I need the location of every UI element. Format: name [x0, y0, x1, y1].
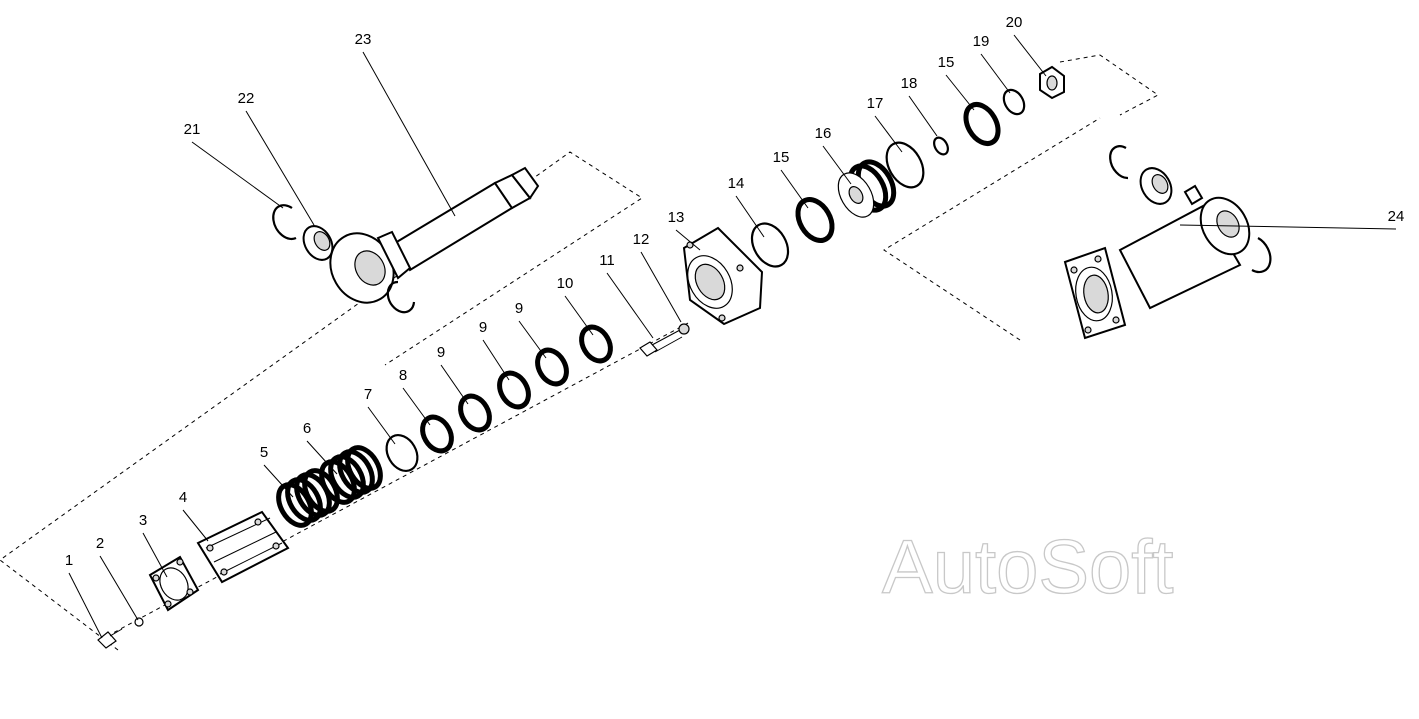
callout-leader-16 — [822, 145, 852, 185]
callout-leader-9 — [518, 320, 547, 359]
callout-leader-17 — [874, 115, 903, 153]
callout-label-15: 15 — [773, 149, 790, 166]
watermark: AutoSoft — [882, 525, 1174, 610]
part-17-ring — [885, 141, 925, 189]
part-11-bolt — [639, 329, 683, 357]
part-19-washer — [1002, 88, 1026, 116]
callout-label-24: 24 — [1388, 208, 1405, 225]
callout-label-11: 11 — [599, 252, 615, 269]
callout-label-6: 6 — [303, 420, 311, 437]
callout-leader-1 — [68, 572, 103, 639]
part-20-nut — [1039, 65, 1065, 100]
assembly-outline-right — [883, 54, 1159, 341]
callout-group: 1234567899910111213141516171815192021222… — [65, 14, 1405, 639]
part-2-washer — [134, 617, 144, 627]
part-15-seal — [795, 197, 835, 243]
part-3-flange — [148, 555, 200, 612]
callout-label-19: 19 — [973, 33, 990, 50]
callout-leader-12 — [640, 251, 682, 323]
callout-label-22: 22 — [238, 90, 255, 107]
part-15-seal-b — [963, 102, 1001, 146]
callout-leader-18 — [908, 95, 938, 137]
callout-label-10: 10 — [557, 275, 574, 292]
assembly-outline-left — [0, 151, 643, 651]
part-16-piston — [837, 159, 897, 218]
callout-leader-14 — [735, 195, 765, 238]
callout-label-20: 20 — [1006, 14, 1023, 31]
callout-label-17: 17 — [867, 95, 884, 112]
callout-leader-2 — [99, 555, 139, 621]
callout-leader-20 — [1013, 34, 1047, 77]
part-4-cover — [196, 510, 290, 584]
callout-leader-4 — [182, 509, 209, 542]
part-24-cylinder — [1063, 145, 1272, 340]
callout-leader-21 — [191, 141, 284, 209]
callout-leader-6 — [306, 440, 338, 475]
callout-leader-9 — [440, 364, 469, 405]
callout-label-9: 9 — [515, 300, 523, 317]
part-14-ring — [750, 222, 790, 268]
callout-leader-5 — [263, 464, 294, 498]
callout-leader-10 — [564, 295, 594, 336]
callout-label-4: 4 — [179, 489, 187, 506]
callout-leader-15 — [780, 169, 809, 209]
callout-label-12: 12 — [633, 231, 650, 248]
part-7-ring — [385, 434, 419, 472]
callout-leader-13 — [675, 229, 701, 251]
callout-leader-7 — [367, 406, 396, 445]
part-5-spring — [276, 468, 340, 528]
callout-label-2: 2 — [96, 535, 104, 552]
part-18-oring — [933, 136, 949, 156]
callout-label-13: 13 — [668, 209, 685, 226]
callout-label-8: 8 — [399, 367, 407, 384]
part-12-nut — [678, 323, 690, 335]
callout-leader-15 — [945, 74, 975, 111]
part-23-piston-rod — [329, 166, 540, 304]
part-1-bolt — [97, 628, 123, 649]
callout-label-9: 9 — [479, 319, 487, 336]
callout-label-5: 5 — [260, 444, 268, 461]
callout-leader-19 — [980, 53, 1011, 94]
callout-leader-11 — [606, 272, 654, 339]
part-9-ring-a — [458, 393, 492, 433]
part-21-snap-ring — [272, 204, 297, 241]
callout-leader-8 — [402, 387, 431, 426]
callout-leader-22 — [245, 110, 315, 226]
part-9-ring-c — [535, 347, 569, 387]
callout-leader-23 — [362, 51, 456, 217]
callout-label-3: 3 — [139, 512, 147, 529]
callout-leader-24 — [1179, 224, 1397, 230]
callout-label-1: 1 — [65, 552, 73, 569]
part-9-ring-b — [497, 370, 531, 410]
callout-label-23: 23 — [355, 31, 372, 48]
callout-label-7: 7 — [364, 386, 372, 403]
callout-leader-3 — [142, 532, 168, 578]
callout-label-14: 14 — [728, 175, 745, 192]
callout-label-15: 15 — [938, 54, 955, 71]
callout-leader-9 — [482, 339, 510, 381]
snap-ring-lower — [386, 280, 416, 314]
part-13-housing — [682, 226, 764, 326]
callout-label-16: 16 — [815, 125, 832, 142]
callout-label-9: 9 — [437, 344, 445, 361]
part-8-ring — [420, 414, 454, 454]
part-22-bushing — [302, 225, 334, 261]
part-10-ring — [579, 324, 613, 364]
callout-label-21: 21 — [184, 121, 201, 138]
callout-label-18: 18 — [901, 75, 918, 92]
